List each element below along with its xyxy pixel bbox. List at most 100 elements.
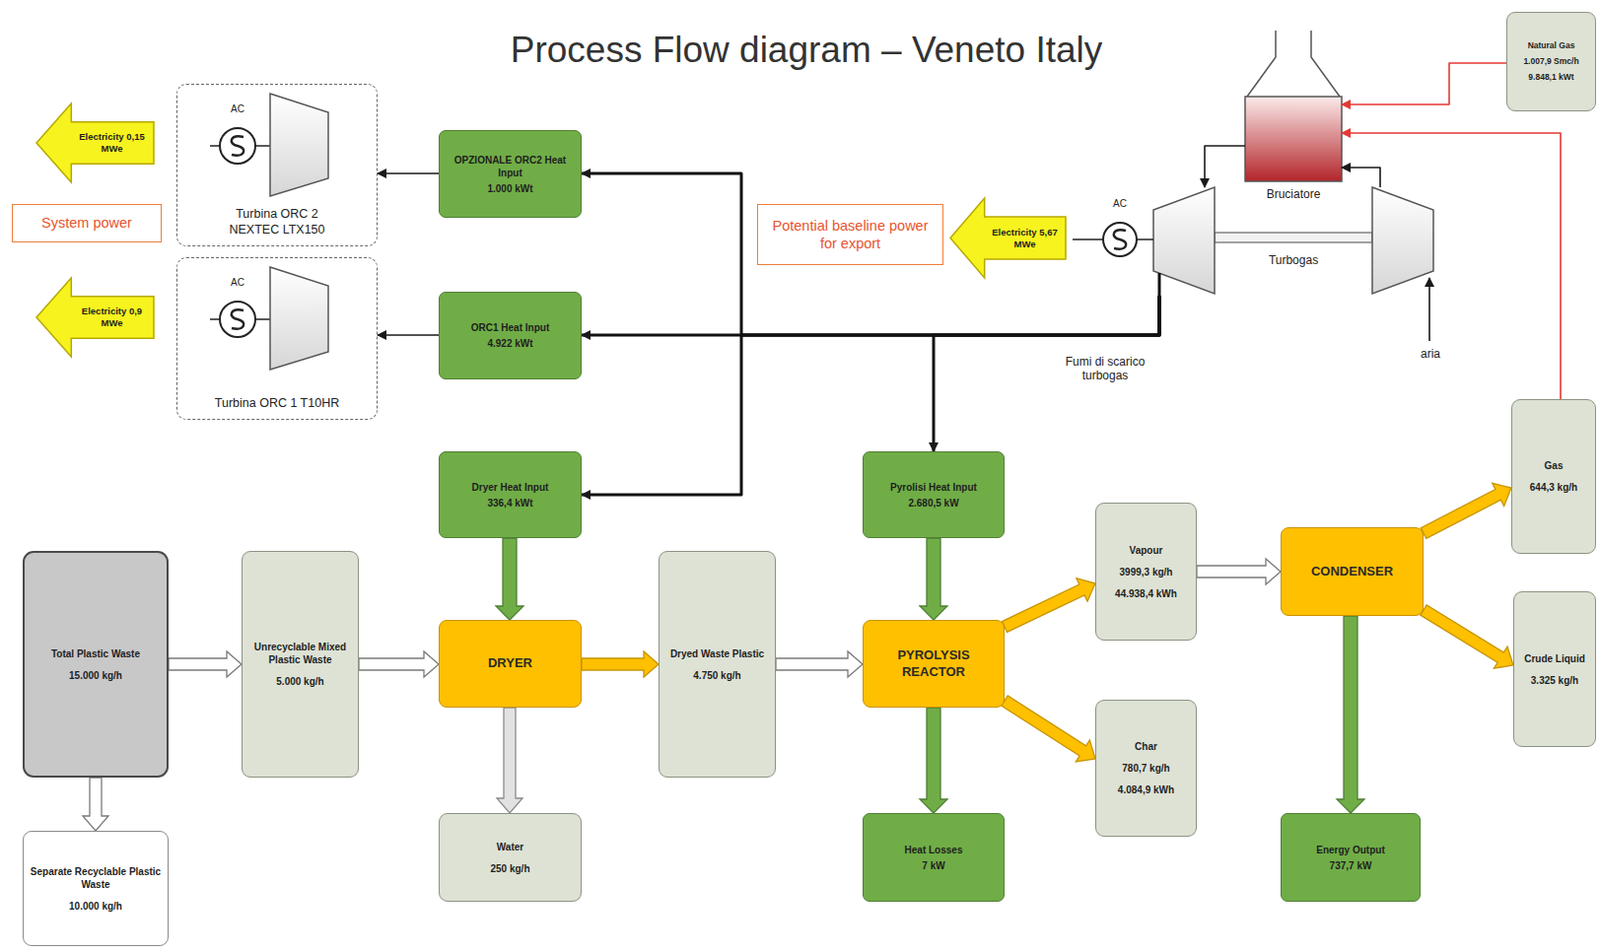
process-box: DRYER xyxy=(438,620,582,708)
air-inlet-arrow xyxy=(1428,278,1431,342)
node-text: Electricity 0,9 MWe xyxy=(72,305,151,330)
connectors xyxy=(82,63,1561,832)
diagram-title: Process Flow diagram – Veneto Italy xyxy=(412,29,1201,71)
flow-arrow xyxy=(1001,578,1096,633)
flow-arrow xyxy=(1420,483,1512,539)
stream-box: Char 780,7 kg/h 4.084,9 kWh xyxy=(1095,699,1197,837)
node-text: ORC1 Heat Input xyxy=(471,321,550,335)
generator-symbol xyxy=(219,128,256,164)
node-text: 44.938,4 kWh xyxy=(1114,587,1178,601)
flow-arrow xyxy=(1420,605,1514,669)
node-text: 9.848,1 kWt xyxy=(1528,71,1574,83)
node-text: Separate Recyclable Plastic Waste xyxy=(29,865,162,892)
flow-arrow xyxy=(1341,167,1381,188)
generator-shaft xyxy=(255,318,271,321)
generator-wire xyxy=(209,318,220,321)
generator-label: AC xyxy=(1100,198,1140,209)
node-text: 4.084,9 kWh xyxy=(1117,783,1175,797)
node-text: Pyrolisi Heat Input xyxy=(890,481,977,494)
flow-arrow xyxy=(919,707,948,814)
heat-input-box: Pyrolisi Heat Input2.680,5 kW xyxy=(862,451,1005,539)
power-output-arrow: Electricity 0,15 MWe xyxy=(35,102,155,184)
energy-box: Heat Losses 7 kW xyxy=(862,813,1005,903)
arrow-shape xyxy=(35,277,155,358)
generator-shaft xyxy=(1136,238,1154,241)
gas-turbine-symbol xyxy=(1153,187,1215,294)
flow-arrow xyxy=(358,651,439,678)
flow-label: Fumi di scarico turbogas xyxy=(1045,354,1165,383)
stream-box: Water 250 kg/h xyxy=(438,813,582,903)
node-text: 250 kg/h xyxy=(489,862,530,876)
flow-arrow xyxy=(1196,558,1281,585)
node-text: Potential baseline power for export xyxy=(767,216,933,253)
flow-arrow xyxy=(581,173,1160,336)
generator-symbol xyxy=(231,136,245,155)
generator-symbol xyxy=(1103,222,1137,257)
node-text: Dryer Heat Input xyxy=(472,481,550,494)
power-output-arrow: Electricity 5,67 MWe xyxy=(949,197,1067,279)
stream-box: Crude Liquid 3.325 kg/h xyxy=(1513,591,1597,748)
node-text: 3999,3 kg/h xyxy=(1119,565,1174,579)
node-text: Heat Losses xyxy=(904,843,964,857)
node-text: Crude Liquid xyxy=(1524,652,1586,666)
energy-box: Energy Output737,7 kW xyxy=(1280,813,1421,903)
arrow-shape xyxy=(36,278,154,357)
node-text: Vapour xyxy=(1129,544,1164,557)
node-text: Energy Output xyxy=(1316,843,1385,857)
generator-wire xyxy=(209,144,220,147)
generator-label: AC xyxy=(217,103,258,115)
node-text: 15.000 kg/h xyxy=(69,669,123,683)
heat-input-box: OPZIONALE ORC2 Heat Input 1.000 kWt xyxy=(438,130,582,218)
generator-label: AC xyxy=(217,277,258,288)
generator-symbol xyxy=(1113,229,1127,249)
process-box: PYROLYSIS REACTOR xyxy=(862,620,1005,708)
stream-box: Vapour 3999,3 kg/h 44.938,4 kWh xyxy=(1095,502,1197,641)
arrow-shape xyxy=(35,102,155,184)
arrow-shape xyxy=(36,103,154,183)
input-box: Natural Gas1.007,9 Smc/h9.848,1 kWt xyxy=(1506,11,1597,112)
node-text: 644,3 kg/h xyxy=(1530,481,1578,494)
node-text: 1.007,9 Smc/h xyxy=(1523,56,1579,68)
compressor-symbol xyxy=(1372,187,1434,294)
node-text: OPZIONALE ORC2 Heat Input xyxy=(445,153,575,180)
turbine-unit: Turbina ORC 1 T10HR xyxy=(176,257,378,420)
flow-arrow xyxy=(1001,695,1096,763)
node-text: 10.000 kg/h xyxy=(69,900,123,913)
node-text: Turbina ORC 1 T10HR xyxy=(212,395,342,412)
node-text: 336,4 kWt xyxy=(486,496,533,510)
flow-label: aria xyxy=(1410,347,1451,361)
node-text: 780,7 kg/h xyxy=(1121,762,1170,775)
stream-box: Unrecyclable Mixed Plastic Waste5.000 kg… xyxy=(241,551,359,778)
power-output-arrow: Electricity 0,9 MWe xyxy=(35,277,155,358)
flow-arrow xyxy=(377,334,439,337)
turbine-unit: Turbina ORC 2 NEXTEC LTX150 xyxy=(176,83,378,247)
process-box: CONDENSER xyxy=(1280,527,1424,617)
flow-arrow xyxy=(1336,616,1365,814)
node-text: Bruciatore xyxy=(1266,187,1322,204)
flow-arrow xyxy=(1341,133,1561,400)
flow-arrow xyxy=(581,651,659,678)
note-box: Potential baseline power for export xyxy=(757,204,944,266)
node-text: 7 kW xyxy=(921,859,945,873)
generator-shaft xyxy=(255,144,271,147)
flow-arrow xyxy=(82,777,109,832)
node-text: 5.000 kg/h xyxy=(276,675,324,689)
node-text: 1.000 kWt xyxy=(486,182,533,196)
burner-body xyxy=(1245,96,1342,182)
node-text: 4.750 kg/h xyxy=(693,669,741,683)
generator-symbol xyxy=(231,309,245,329)
node-text: Char xyxy=(1134,740,1158,754)
node-text: Water xyxy=(496,840,524,854)
flow-arrow xyxy=(496,707,523,814)
heat-input-box: Dryer Heat Input 336,4 kWt xyxy=(438,451,582,539)
orc-turbine-symbol xyxy=(270,93,329,197)
node-text: 3.325 kg/h xyxy=(1530,674,1579,688)
node-text: Gas xyxy=(1544,459,1564,473)
flow-arrow xyxy=(168,651,242,678)
flow-arrow xyxy=(919,538,948,621)
flow-arrow xyxy=(1204,145,1246,188)
node-text: Dryed Waste Plastic xyxy=(670,647,765,661)
node-text: 4.922 kWt xyxy=(486,337,533,350)
